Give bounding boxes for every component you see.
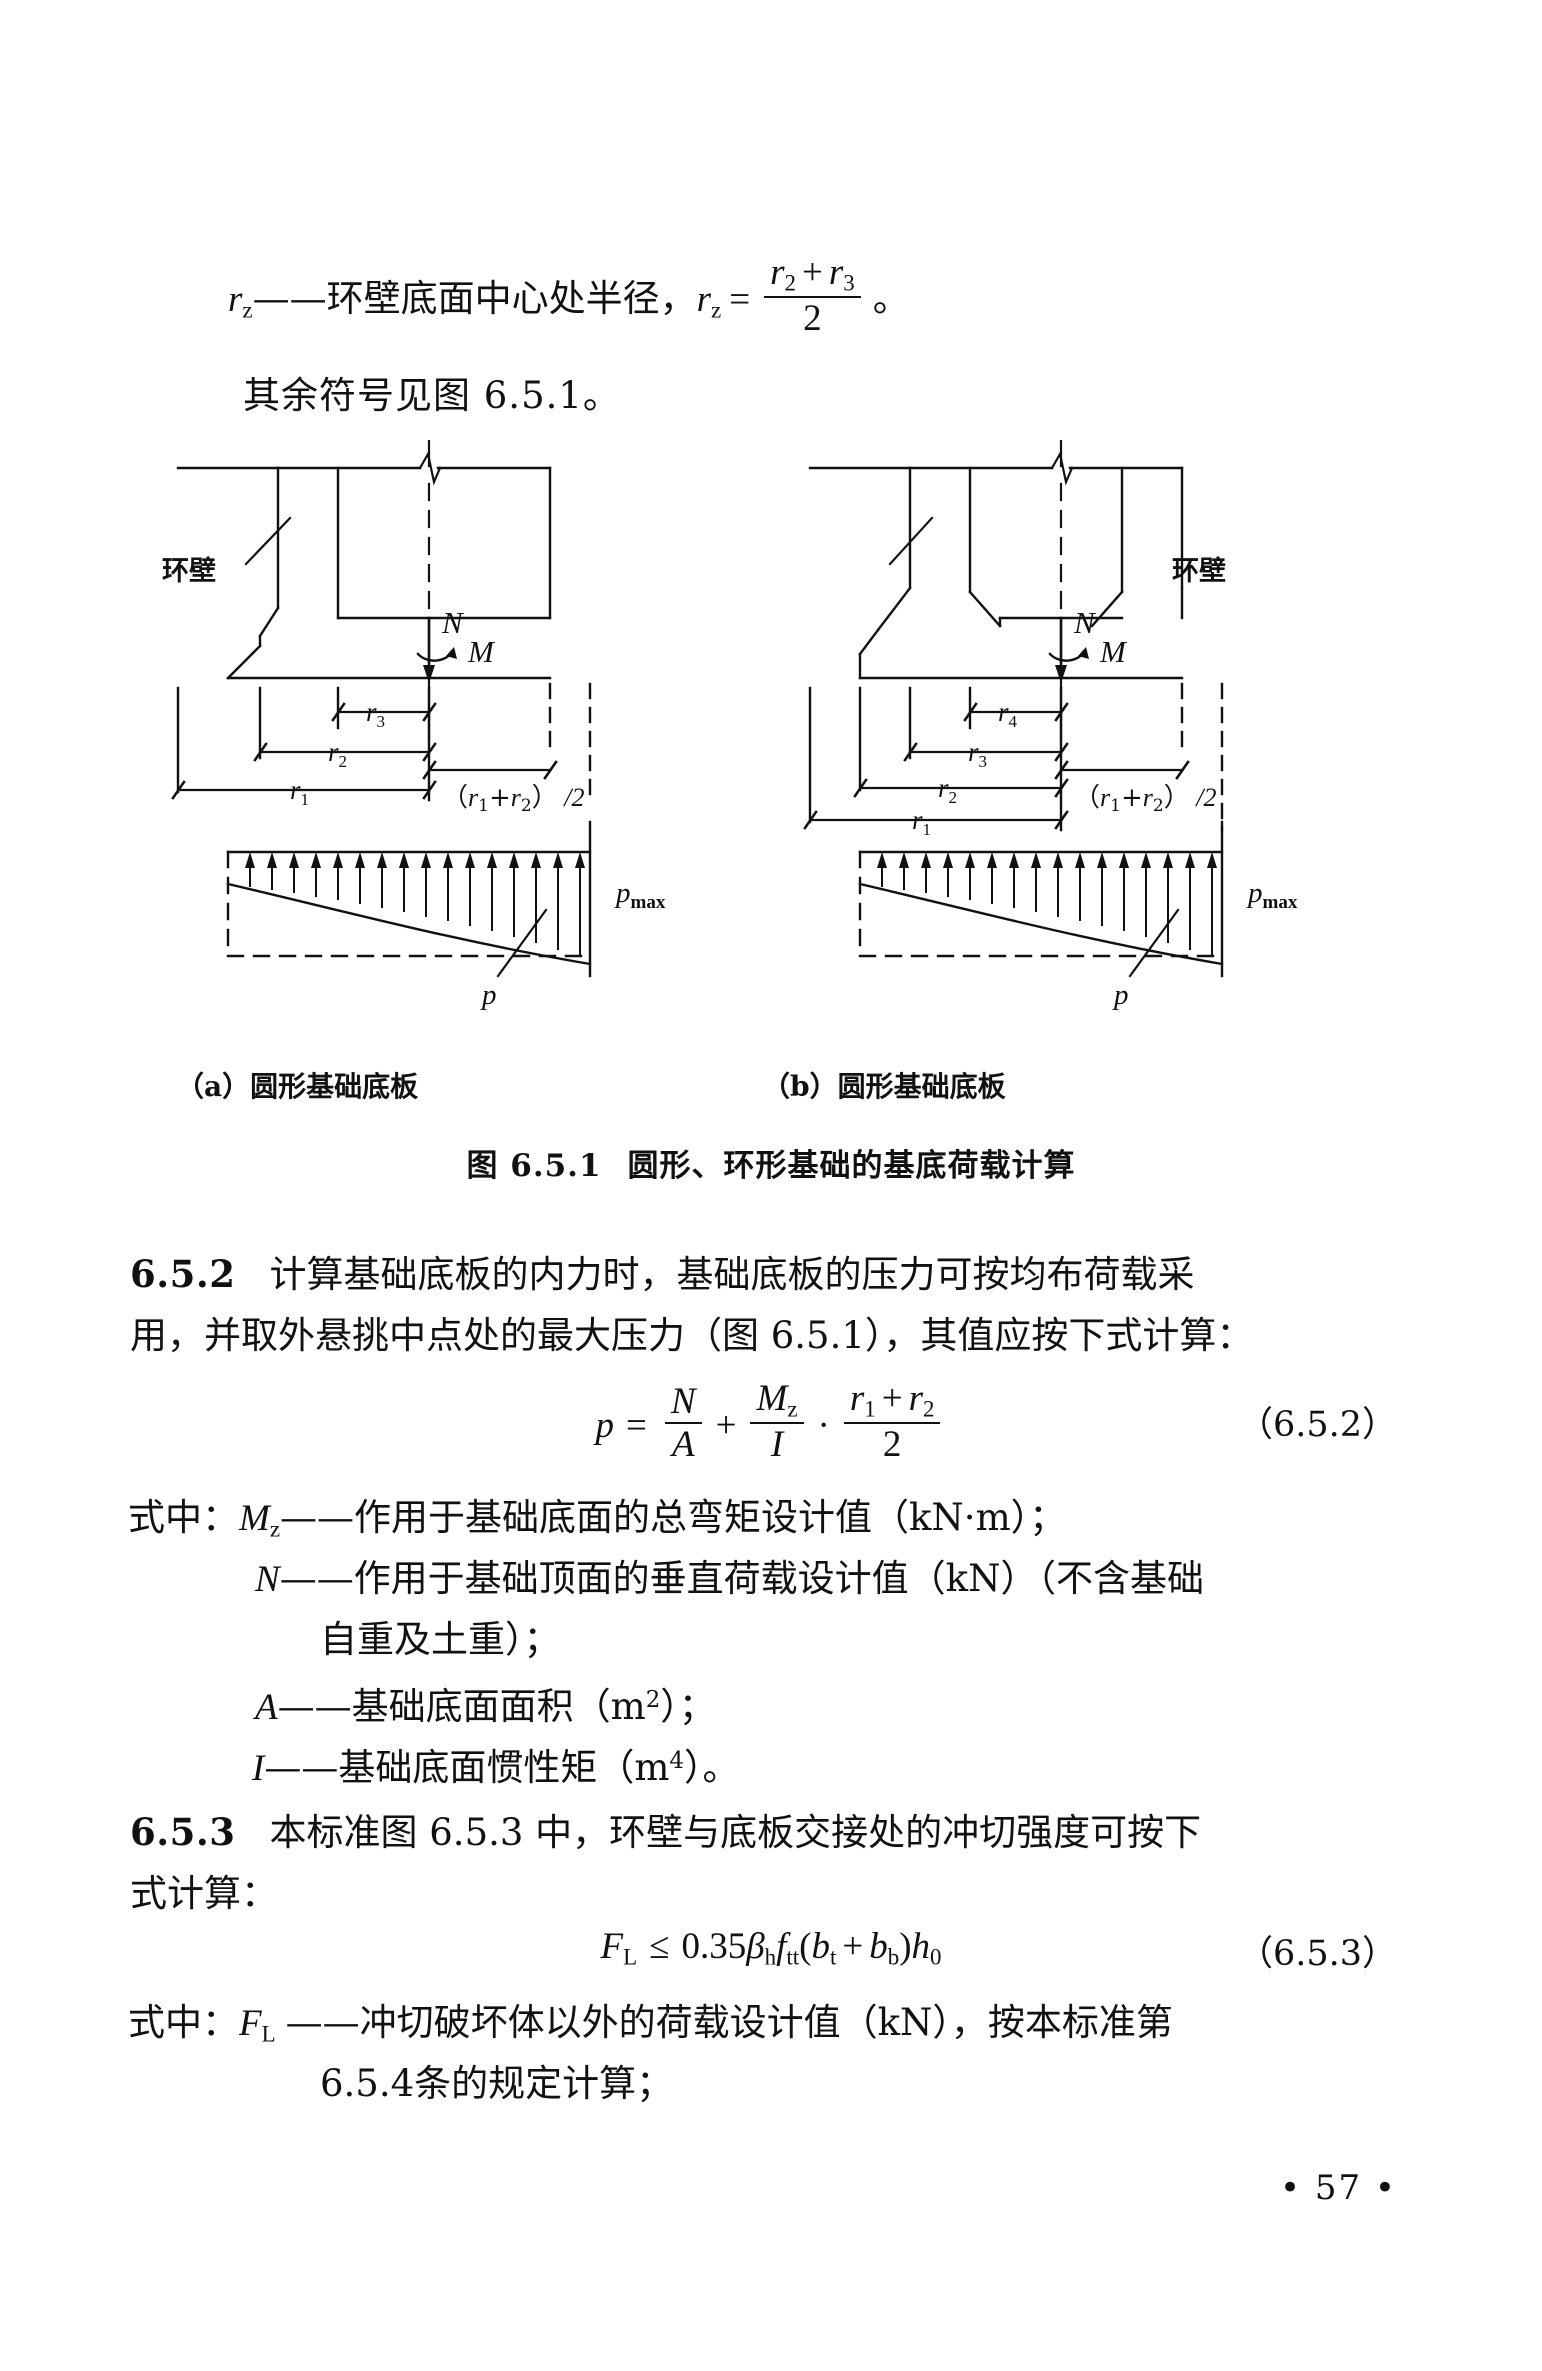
eq652-radius-fraction: r1+r2 2	[843, 1378, 941, 1466]
label-huanbi-left: 环壁	[162, 556, 216, 587]
definition-A-symbol: A	[255, 1686, 278, 1728]
section-653-text1: 本标准图 6.5.3 中，环壁与底板交接处的冲切强度可按下	[269, 1811, 1202, 1854]
definition-FL-symbol: FL	[239, 2003, 276, 2047]
eq652-dot: ·	[817, 1404, 830, 1446]
section-652-number: 6.5.2	[130, 1252, 236, 1296]
equation-652: p = N A + Mz I · r1+r2 2	[0, 1378, 1542, 1466]
eq653-h0: h0	[911, 1926, 942, 1970]
eq653-f: ftt	[776, 1926, 800, 1970]
eq653-plus: +	[842, 1926, 864, 1967]
eq653-close-paren: )	[899, 1926, 912, 1967]
figure-subcaption-b: （b）圆形基础底板	[762, 1070, 1006, 1103]
dim-label-r3-left: r3	[366, 697, 385, 731]
label-N-right: N	[1073, 605, 1097, 640]
definition-A-text: 基础底面面积（m	[351, 1684, 646, 1728]
fraction-rz: r2+r3 2	[764, 252, 861, 340]
section-653-number: 6.5.3	[130, 1810, 236, 1854]
eq652-p: p	[595, 1404, 615, 1446]
figure-caption-title: 圆形、环形基础的基底荷载计算	[627, 1148, 1076, 1184]
definition-A: A——基础底面面积（m2）；	[255, 1670, 716, 1738]
label-p-right: p	[1112, 979, 1129, 1011]
dim-label-mid-right: （r1+r2） /2	[1074, 783, 1216, 816]
dim-label-mid-left: （r1+r2） /2	[442, 783, 584, 816]
eq652-equals: =	[626, 1404, 647, 1446]
section-652-line2: 用，并取外悬挑中点处的最大压力（图 6.5.1），其值应按下式计算：	[130, 1314, 1254, 1357]
definition-653-lead: 式中：	[128, 2001, 239, 2044]
other-symbols-line: 其余符号见图 6.5.1。	[243, 374, 621, 417]
definition-FL-dash: ——	[285, 2001, 360, 2044]
dim-label-r4-right: r4	[998, 697, 1018, 731]
eq652-plus: +	[715, 1404, 737, 1446]
symbol-definition-rz: rz——环壁底面中心处半径，rz= r2+r3 2 。	[228, 252, 910, 340]
label-M-left: M	[467, 634, 496, 669]
label-N-left: N	[441, 605, 465, 640]
definition-Mz: 式中：Mz——作用于基础底面的总弯矩设计值（kN·m）；	[128, 1487, 1066, 1559]
eq653-le: ≤	[649, 1926, 670, 1967]
em-dash: ——	[252, 276, 327, 320]
figure-6-5-1: 环壁 N M r3 r2 r1 （r1+r2） /2 pmax p 环壁 N	[150, 440, 1390, 1130]
definition-I-text-end: ）。	[684, 1745, 740, 1789]
definition-Mz-symbol: Mz	[239, 1498, 281, 1542]
section-653-line1: 6.5.3 本标准图 6.5.3 中，环壁与底板交接处的冲切强度可按下	[130, 1802, 1201, 1863]
definition-N: N——作用于基础顶面的垂直荷载设计值（kN）（不含基础	[255, 1548, 1204, 1610]
eq653-bb: bb	[869, 1926, 900, 1970]
definition-I-text: 基础底面惯性矩（m	[338, 1745, 670, 1789]
definition-N-line2: 自重及土重）；	[320, 1618, 561, 1661]
definition-N-text: 作用于基础顶面的垂直荷载设计值（kN）（不含基础	[353, 1557, 1204, 1600]
definition-Mz-text: 作用于基础底面的总弯矩设计值（kN·m）；	[354, 1496, 1067, 1539]
dim-label-r1-right: r1	[912, 805, 931, 839]
symbol-rz-second: rz	[696, 278, 722, 323]
definition-I-dash: ——	[264, 1745, 339, 1789]
definition-I: I——基础底面惯性矩（m4）。	[252, 1731, 740, 1799]
eq652-M-over-I: Mz I	[750, 1378, 804, 1466]
definition-FL: 式中：FL——冲切破坏体以外的荷载设计值（kN），按本标准第	[128, 1992, 1173, 2064]
dim-label-r2-left: r2	[328, 737, 347, 771]
definition-FL-text: 冲切破坏体以外的荷载设计值（kN），按本标准第	[359, 2001, 1173, 2044]
page-number: • 57 •	[1280, 2168, 1397, 2208]
figure-drawing: 环壁 N M r3 r2 r1 （r1+r2） /2 pmax p 环壁 N	[162, 440, 1298, 1011]
equation-653: FL ≤0.35βhftt(bt+bb)h0	[0, 1925, 1542, 1970]
equation-653-number: （6.5.3）	[1237, 1934, 1397, 1974]
definition-FL-line2: 6.5.4条的规定计算；	[320, 2062, 674, 2105]
section-652-line1: 6.5.2 计算基础底板的内力时，基础底板的压力可按均布荷载采	[130, 1244, 1195, 1305]
figure-subcaption-a: （a）圆形基础底板	[176, 1070, 419, 1103]
definition-lead: 式中：	[128, 1496, 239, 1539]
eq653-F: FL	[600, 1926, 638, 1970]
label-pmax-left: pmax	[614, 877, 666, 913]
equation-652-number: （6.5.2）	[1237, 1405, 1397, 1445]
definition-Mz-dash: ——	[280, 1496, 355, 1539]
symbol-rz: rz	[228, 278, 253, 323]
definition-I-symbol: I	[252, 1747, 265, 1789]
equals-sign: =	[729, 278, 751, 320]
definition-A-text-end: ）；	[660, 1684, 716, 1728]
label-p-left: p	[480, 979, 497, 1011]
definition-N-symbol: N	[255, 1559, 280, 1600]
label-huanbi-right: 环壁	[1172, 556, 1226, 587]
symbol-rz-text: 环壁底面中心处半径，	[326, 276, 697, 320]
definition-A-sup: 2	[645, 1687, 661, 1713]
definition-N-dash: ——	[279, 1557, 354, 1600]
label-M-right: M	[1099, 634, 1128, 669]
figure-caption-number: 图 6.5.1	[466, 1148, 602, 1184]
period: 。	[872, 276, 910, 320]
figure-caption: 图 6.5.1 圆形、环形基础的基底荷载计算	[0, 1140, 1542, 1185]
dim-label-r1-left: r1	[290, 775, 309, 809]
eq653-bt: bt	[811, 1926, 837, 1970]
dim-label-r2-right: r2	[938, 773, 957, 807]
eq653-beta: βh	[746, 1926, 777, 1970]
eq653-open-paren: (	[799, 1926, 812, 1967]
section-653-line2: 式计算：	[130, 1872, 278, 1915]
definition-I-sup: 4	[669, 1748, 685, 1774]
dim-label-r3-right: r3	[968, 737, 987, 771]
section-652-text1: 计算基础底板的内力时，基础底板的压力可按均布荷载采	[269, 1253, 1195, 1296]
eq653-coeff: 0.35	[681, 1926, 747, 1967]
eq652-N-over-A: N A	[664, 1381, 702, 1466]
definition-A-dash: ——	[277, 1684, 352, 1728]
label-pmax-right: pmax	[1246, 877, 1298, 913]
